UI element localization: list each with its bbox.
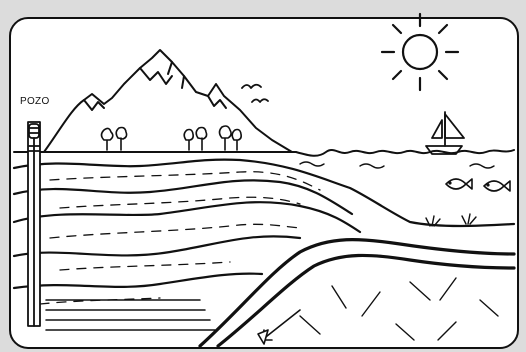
well-pipe xyxy=(28,122,40,326)
well-label: POZO xyxy=(20,96,50,107)
